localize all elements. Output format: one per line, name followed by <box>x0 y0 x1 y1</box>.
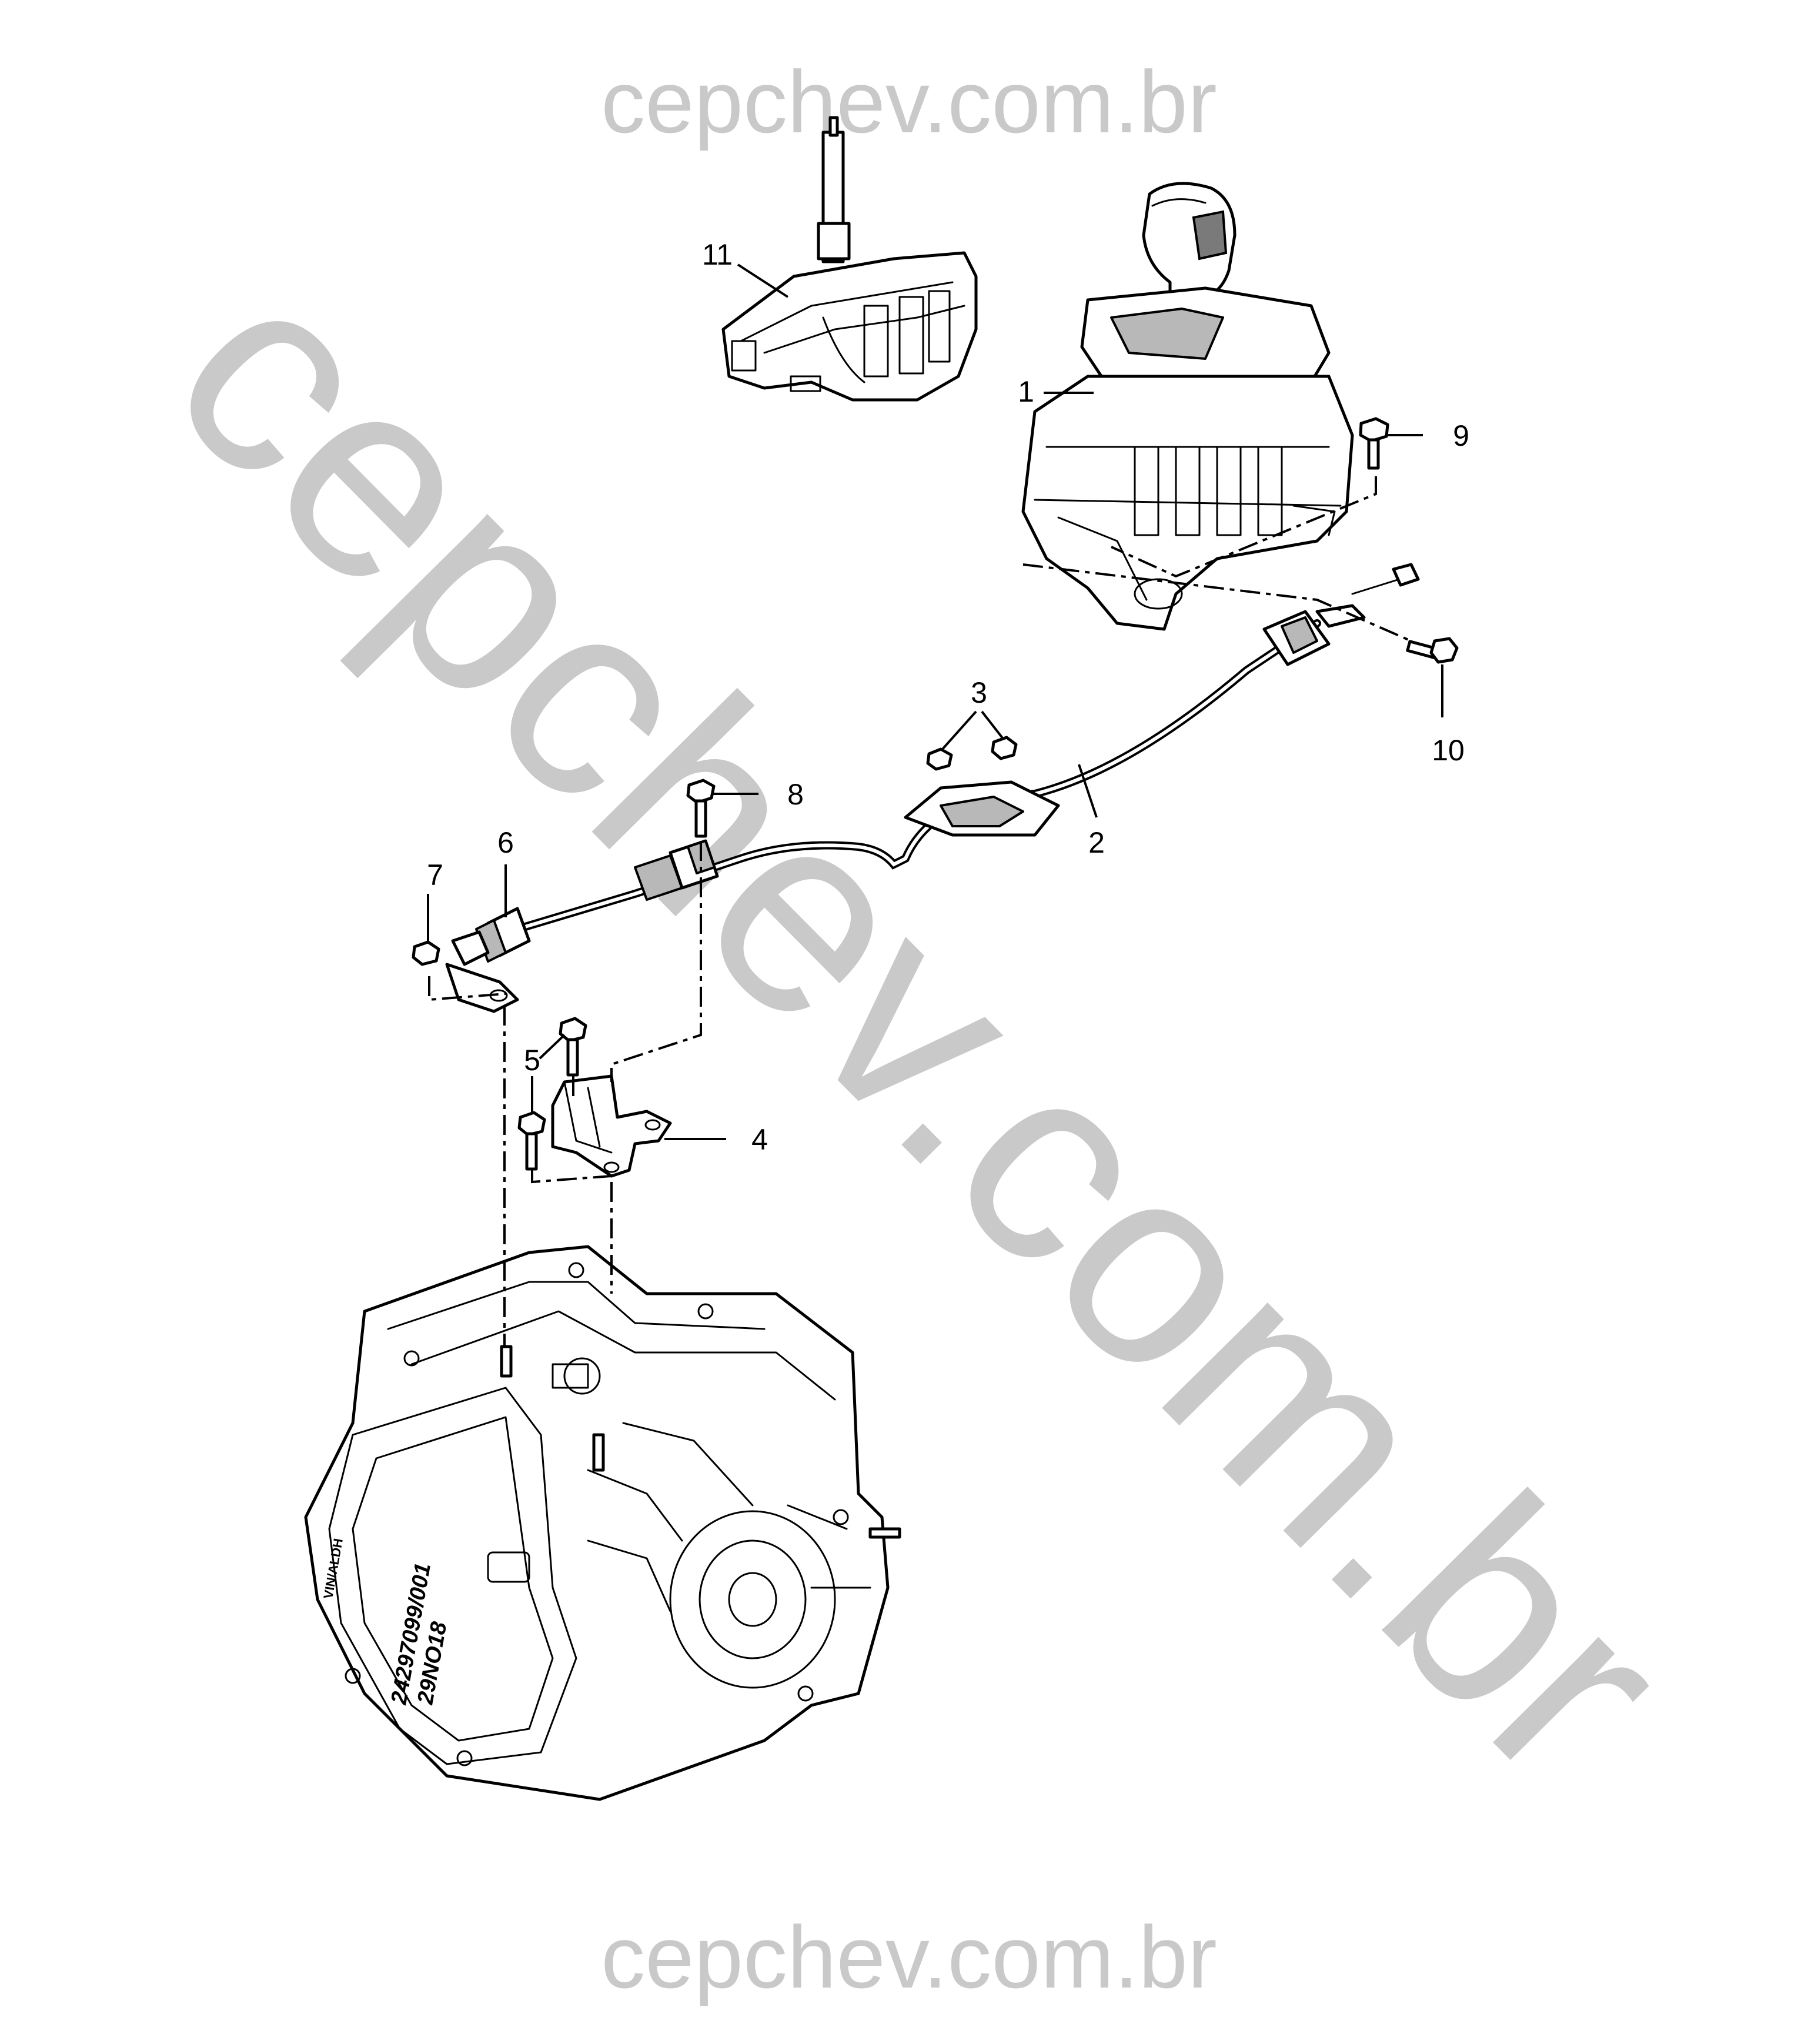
assembly-centerlines <box>428 476 1412 1347</box>
callout-6: 6 <box>497 826 514 859</box>
shifter-base-part-11 <box>721 116 978 402</box>
watermark-top: cepchev.com.br <box>601 52 1217 151</box>
leader-lines <box>427 263 1443 1140</box>
nuts-part-3 <box>926 736 1018 771</box>
bolt-part-8 <box>686 779 716 838</box>
callout-8: 8 <box>787 778 804 811</box>
callout-1: 1 <box>1018 375 1034 408</box>
callout-11: 11 <box>702 238 733 271</box>
callout-4: 4 <box>751 1123 768 1156</box>
callout-5: 5 <box>524 1044 540 1077</box>
callout-7: 7 <box>427 859 443 891</box>
bracket-part-4 <box>551 1074 672 1178</box>
bolt-part-9 <box>1359 417 1389 470</box>
callout-2: 2 <box>1088 826 1105 859</box>
watermark-bottom: cepchev.com.br <box>601 1908 1217 2006</box>
callout-numbers: 1 2 3 4 5 6 7 8 9 10 11 <box>427 238 1469 1156</box>
shift-cable-part-2 <box>513 563 1420 933</box>
transmission-assembly: VIN/ALDH 24297099/001 29NO18 <box>304 1245 901 1801</box>
callout-3: 3 <box>971 676 987 709</box>
cable-end-part-6 <box>445 907 531 1013</box>
callout-9: 9 <box>1453 419 1469 452</box>
callout-10: 10 <box>1432 734 1465 767</box>
shifter-assembly-part-1 <box>1021 182 1354 631</box>
nut-part-7 <box>412 940 440 966</box>
bolt-part-10 <box>1406 637 1459 664</box>
bolts-part-5 <box>517 1017 587 1171</box>
